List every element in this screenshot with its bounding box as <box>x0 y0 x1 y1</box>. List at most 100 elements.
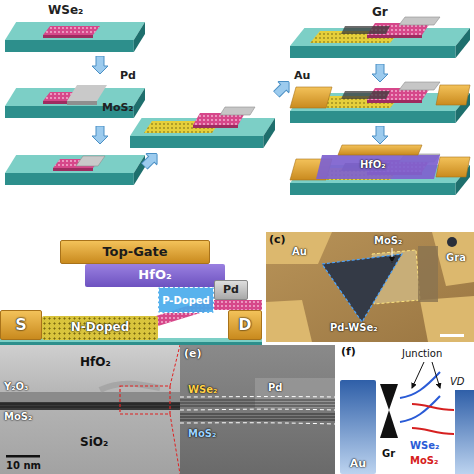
au-contact <box>436 157 470 177</box>
layer-label: SiO₂ <box>80 436 108 449</box>
graphene-region <box>418 246 438 302</box>
panel-label: (f) <box>341 346 356 358</box>
process-arrow <box>372 64 388 82</box>
pd-contact: Pd <box>214 280 248 300</box>
process-arrow <box>92 56 108 74</box>
material-label: HfO₂ <box>360 159 386 170</box>
material-label: WSe₂ <box>48 4 83 17</box>
pd-wse2-region <box>322 254 402 322</box>
tem-image <box>180 345 335 474</box>
layer-label: MoS₂ <box>4 411 32 422</box>
au-pad <box>266 232 332 264</box>
layer-label: Pd <box>268 382 283 393</box>
pd-layer <box>67 85 107 101</box>
scale-label: 10 nm <box>6 460 41 471</box>
material-label: Gr <box>372 6 388 19</box>
leader-line <box>392 248 393 262</box>
image-label: MoS₂ <box>374 235 402 246</box>
fabrication-step <box>5 85 145 118</box>
lattice-fringe <box>0 404 180 407</box>
image-label: Pd-WSe₂ <box>330 322 378 333</box>
node-text: S <box>15 316 27 334</box>
pd-layer <box>67 101 97 105</box>
p-doped-region: P-Doped <box>158 287 214 313</box>
band-label: Gr <box>382 448 395 459</box>
au-pad <box>266 300 312 342</box>
node-text: D <box>238 316 251 334</box>
mos2-band <box>0 402 180 410</box>
process-arrow <box>139 148 163 172</box>
interface-line <box>180 396 335 397</box>
node-text: P-Doped <box>162 295 210 306</box>
mos2-band <box>412 404 454 410</box>
pd-layer <box>76 156 105 166</box>
dirac-cone <box>380 410 398 438</box>
wse2-fringe <box>180 400 335 406</box>
wse2-flake <box>43 26 100 35</box>
interface-line <box>180 423 335 424</box>
wse2-flake <box>43 35 93 38</box>
n-doped-region: N-Doped <box>42 316 158 340</box>
layer-label: HfO₂ <box>80 356 111 369</box>
voltage-label: VD <box>450 376 465 387</box>
layer-label: MoS₂ <box>188 428 216 439</box>
y2o3-band <box>0 392 180 402</box>
layer-label: Y₂O₃ <box>4 381 29 392</box>
device-stack <box>290 82 470 123</box>
wse2-band <box>400 396 440 422</box>
device-stack <box>290 154 470 195</box>
tem-image <box>0 345 180 474</box>
substrate <box>5 22 145 52</box>
au-contact <box>436 85 470 105</box>
au-electrode: Au <box>340 380 376 474</box>
band-label: MoS₂ <box>410 455 438 466</box>
optical-image <box>266 232 474 342</box>
zoom-line <box>170 345 180 386</box>
interface-line <box>180 409 335 411</box>
band-label: WSe₂ <box>410 440 439 451</box>
lattice <box>43 26 100 35</box>
wse2-flake <box>53 168 93 171</box>
zoom-line <box>170 414 180 474</box>
node-text: Au <box>350 458 366 470</box>
fabrication-step <box>5 155 145 185</box>
au-pad <box>432 232 474 286</box>
process-arrow <box>271 76 295 100</box>
wse2-band <box>400 372 440 398</box>
node-text: Top-Gate <box>102 245 167 259</box>
top-gate-layer <box>338 145 422 155</box>
junction-arrow <box>412 362 424 388</box>
fabrication-step <box>290 82 470 123</box>
scale-bar <box>6 455 40 458</box>
material-label: Pd <box>120 70 136 82</box>
wse2-flake <box>193 125 238 128</box>
particle <box>447 237 457 247</box>
fabrication-step <box>5 22 145 52</box>
process-arrow <box>92 126 108 144</box>
hfo2-layer: HfO₂ <box>85 264 225 287</box>
image-label: Au <box>292 246 307 257</box>
node-text: N-Doped <box>71 321 130 334</box>
top-gate-layer: Top-Gate <box>60 240 210 264</box>
source-contact: S <box>0 310 42 340</box>
image-label: Gra <box>446 252 466 263</box>
texture <box>100 384 160 390</box>
fabrication-step <box>130 107 275 148</box>
junction-arrow <box>432 362 440 388</box>
substrate <box>5 155 145 185</box>
mos2-band <box>412 428 454 434</box>
mos2-fringe <box>180 414 335 420</box>
fabrication-step <box>290 145 470 195</box>
material-label: MoS₂ <box>102 102 133 114</box>
material-label: Au <box>294 70 310 82</box>
pd-layer <box>220 107 255 115</box>
scale-bar <box>440 334 464 337</box>
layer-label: WSe₂ <box>188 384 217 395</box>
au-pad <box>420 296 474 342</box>
metal-block <box>455 390 474 474</box>
node-text: Pd <box>223 284 239 296</box>
process-arrow <box>372 126 388 144</box>
annotation: Junction <box>402 348 442 359</box>
